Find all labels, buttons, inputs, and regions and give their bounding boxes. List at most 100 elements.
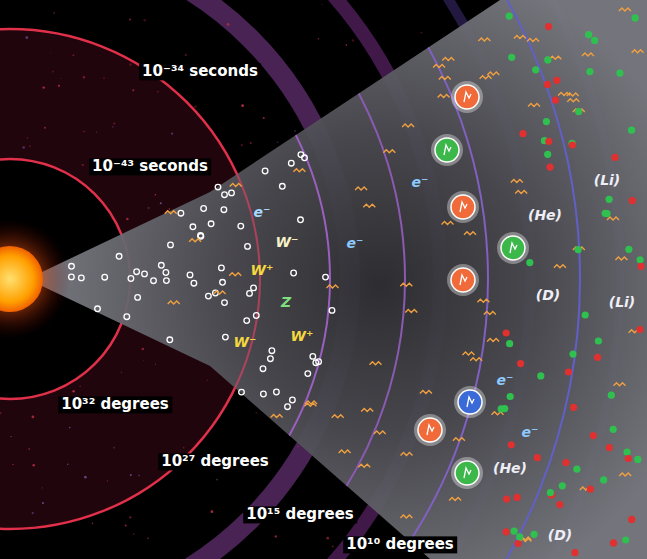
photon-wave bbox=[511, 180, 523, 183]
star-dot bbox=[129, 63, 132, 66]
nucleon bbox=[458, 390, 482, 414]
quark-ring bbox=[134, 269, 140, 275]
star-dot bbox=[79, 385, 81, 387]
photon-wave bbox=[478, 38, 490, 41]
star-dot bbox=[22, 146, 25, 149]
photon-wave bbox=[401, 453, 413, 456]
star-dot bbox=[160, 202, 162, 204]
quark-mark bbox=[464, 92, 471, 102]
photon-wave bbox=[189, 239, 201, 242]
photon-wave bbox=[168, 301, 180, 304]
quark-ring bbox=[244, 318, 250, 324]
star-dot bbox=[183, 447, 185, 449]
nucleon-dot bbox=[569, 351, 576, 358]
star-dot bbox=[12, 464, 13, 465]
photon-wave bbox=[402, 124, 414, 127]
cone-arc bbox=[0, 0, 580, 559]
nucleon-dot bbox=[544, 56, 551, 63]
nucleus-label: (He) bbox=[528, 207, 562, 223]
photon-wave bbox=[358, 464, 370, 467]
photon-wave bbox=[293, 169, 305, 172]
quark-ring bbox=[164, 278, 170, 284]
star-dot bbox=[82, 164, 84, 166]
photon-wave bbox=[632, 50, 644, 53]
nucleon-dot bbox=[534, 454, 541, 461]
star-dot bbox=[255, 412, 257, 414]
star-dot bbox=[29, 145, 31, 147]
nucleon-dot bbox=[569, 140, 576, 147]
star-dot bbox=[112, 126, 114, 128]
star-dot bbox=[206, 379, 207, 380]
nucleus-label: (D) bbox=[548, 527, 572, 543]
nucleon-dot bbox=[519, 130, 526, 137]
quark-ring bbox=[69, 274, 75, 280]
photon-wave bbox=[619, 8, 631, 11]
photon-wave bbox=[439, 76, 451, 79]
nucleon-dot bbox=[570, 404, 577, 411]
quark-ring bbox=[290, 397, 296, 403]
quark-ring bbox=[69, 264, 75, 270]
nucleon-dot bbox=[600, 476, 607, 483]
star-dot bbox=[32, 464, 34, 466]
photon-wave bbox=[433, 64, 445, 67]
nucleon-dot bbox=[547, 489, 554, 496]
star-dot bbox=[125, 525, 127, 527]
star-dot bbox=[143, 19, 145, 21]
nucleon-dot bbox=[565, 368, 572, 375]
quark-ring bbox=[198, 233, 204, 239]
star-dot bbox=[216, 479, 218, 481]
quark-ring bbox=[298, 152, 304, 158]
nucleon-dot bbox=[582, 311, 589, 318]
nucleon-dot bbox=[545, 138, 552, 145]
photon-wave bbox=[470, 358, 482, 361]
cone-arc bbox=[0, 0, 488, 559]
star-dot bbox=[211, 510, 214, 513]
quark-ring bbox=[95, 306, 101, 312]
nucleon bbox=[455, 85, 479, 109]
nucleon bbox=[451, 195, 475, 219]
star-dot bbox=[326, 537, 329, 540]
quark-ring bbox=[128, 276, 134, 282]
photon-wave bbox=[374, 431, 386, 434]
star-dot bbox=[27, 137, 28, 138]
photon-wave bbox=[464, 232, 476, 235]
photon-wave bbox=[554, 265, 566, 268]
particle-halo bbox=[414, 414, 446, 446]
quark-ring bbox=[116, 253, 122, 259]
star-dot bbox=[10, 436, 11, 437]
particle-label: e⁻ bbox=[347, 235, 364, 251]
quark-mark bbox=[460, 202, 467, 212]
particle-label: W⁺ bbox=[291, 328, 314, 344]
star-dot bbox=[32, 416, 35, 419]
nucleon-dot bbox=[537, 372, 544, 379]
photon-wave bbox=[332, 415, 344, 418]
photon-wave bbox=[442, 221, 454, 224]
photon-wave bbox=[361, 409, 373, 412]
nucleon-dot bbox=[604, 210, 611, 217]
star-dot bbox=[318, 38, 320, 40]
star-dot bbox=[53, 12, 55, 14]
nucleon-dot bbox=[510, 528, 517, 535]
quark-ring bbox=[251, 285, 257, 291]
nucleon-dot bbox=[544, 81, 551, 88]
quark-ring bbox=[208, 221, 214, 227]
nucleon bbox=[455, 461, 479, 485]
nucleon-dot bbox=[625, 246, 632, 253]
star-dot bbox=[60, 78, 61, 79]
star-dot bbox=[69, 427, 71, 429]
nucleon-dot bbox=[637, 256, 644, 263]
nucleon-dot bbox=[544, 151, 551, 158]
nucleon-dot bbox=[571, 549, 578, 556]
big-bang-sun bbox=[0, 246, 43, 312]
quark-ring bbox=[124, 314, 130, 320]
photon-wave bbox=[607, 217, 619, 220]
time-label: 10⁻⁴³ seconds bbox=[89, 158, 211, 175]
photon-wave bbox=[229, 273, 241, 276]
time-cone bbox=[42, 0, 647, 559]
quark-ring bbox=[167, 337, 173, 343]
nucleon-dot bbox=[531, 531, 538, 538]
star-dot bbox=[32, 512, 34, 514]
quark-ring bbox=[222, 300, 228, 306]
star-dot bbox=[132, 89, 134, 91]
